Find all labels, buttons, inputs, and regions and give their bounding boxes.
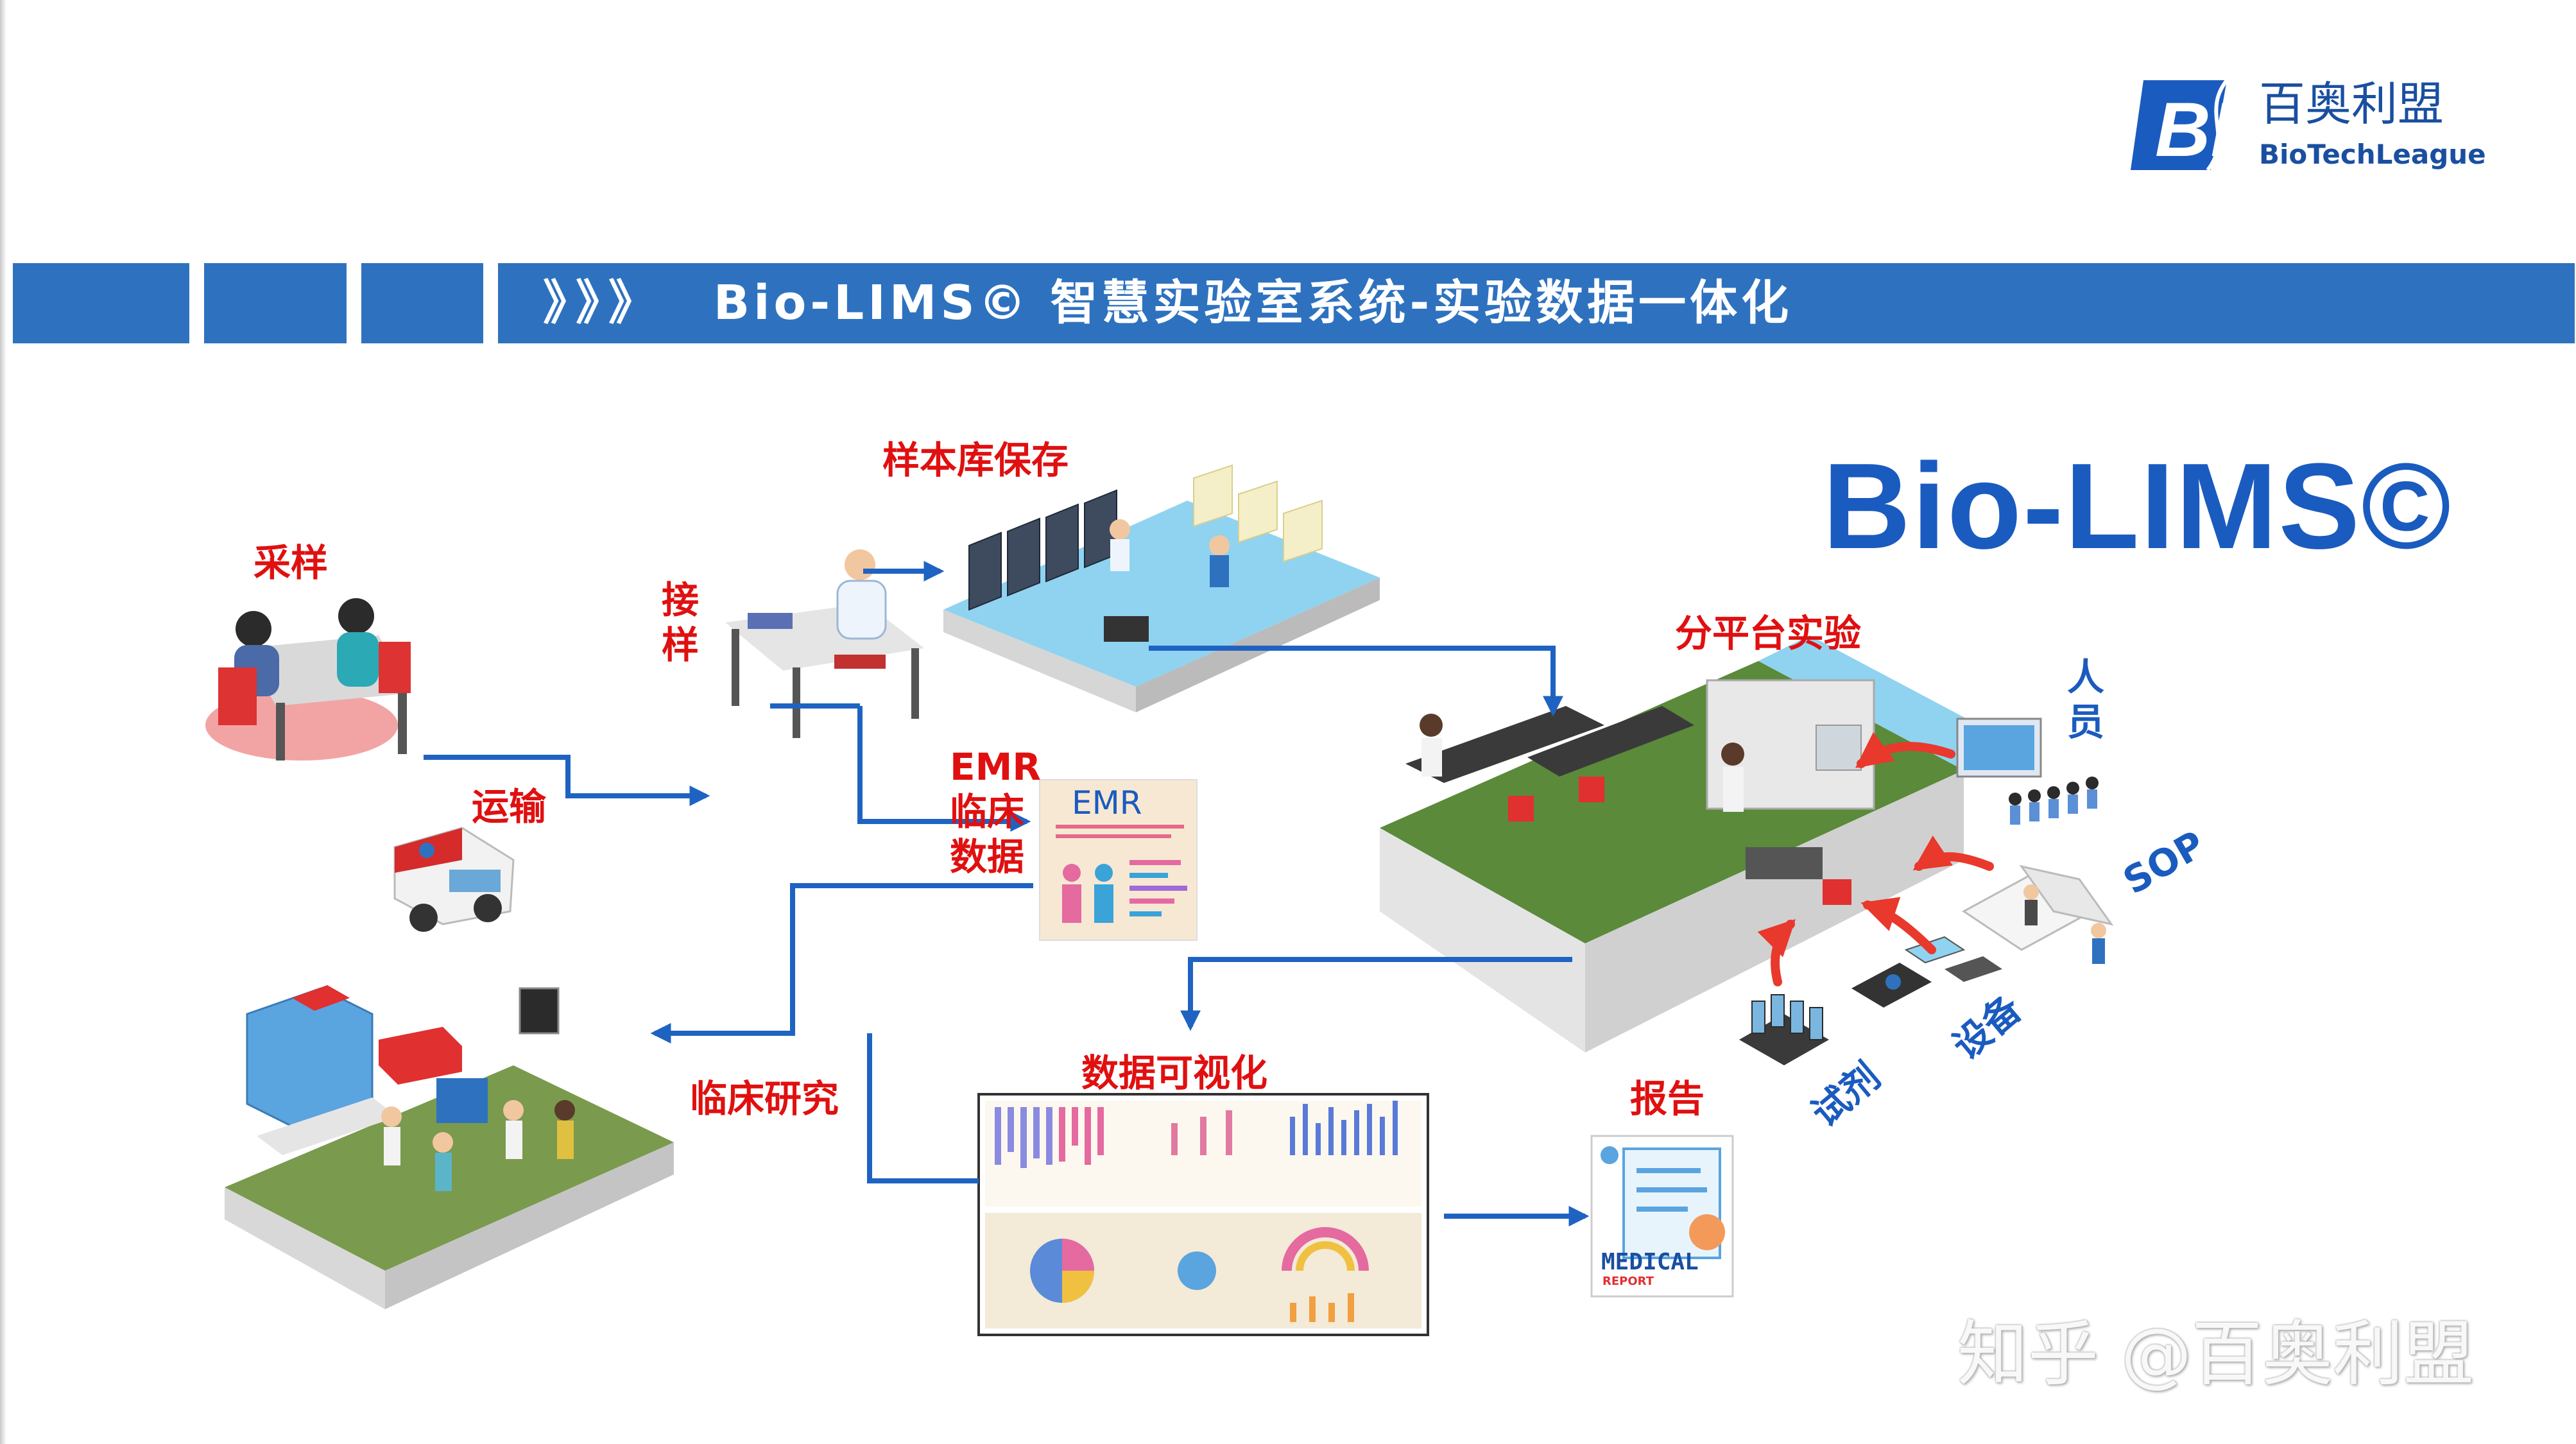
sop-document-icon xyxy=(1962,864,2114,964)
logo-name-cn: 百奥利盟 xyxy=(2259,77,2444,131)
sampling-scene xyxy=(205,598,411,761)
resource-arrows xyxy=(1757,732,1994,986)
flow-arrows xyxy=(424,561,1590,1226)
arrow-visualization-to-clinical xyxy=(867,1033,979,1183)
watermark: 知乎 @百奥利盟 xyxy=(1957,1313,2474,1395)
logo-name-en: BioTechLeague xyxy=(2259,139,2486,170)
label-platform: 分平台实验 xyxy=(1675,612,1862,655)
reagent-icon xyxy=(1739,994,1829,1065)
label-transport: 运输 xyxy=(472,785,547,829)
biobank-scene xyxy=(943,464,1380,712)
banner-title-bar: 》》》 Bio-LIMS© 智慧实验室系统-实验数据一体化 xyxy=(498,263,2575,343)
label-visualization: 数据可视化 xyxy=(1081,1051,1268,1095)
receiving-scene xyxy=(725,549,924,738)
emr-document-title: EMR xyxy=(1072,784,1142,821)
banner-chevrons: 》》》 xyxy=(543,275,665,331)
visualization-board xyxy=(977,1093,1429,1336)
label-clinical: 临床研究 xyxy=(690,1077,839,1121)
slide-edge-shadow xyxy=(0,0,6,1444)
label-receiving: 接样 xyxy=(661,578,699,667)
logo-mark-icon: BL 百奥利盟 BioTechLeague xyxy=(2131,77,2486,173)
banner-title: Bio-LIMS© 智慧实验室系统-实验数据一体化 xyxy=(713,275,1793,331)
headline: Bio-LIMS© xyxy=(1823,438,2453,574)
report-document-title: MEDICAL xyxy=(1601,1249,1699,1275)
label-biobank: 样本库保存 xyxy=(882,438,1069,482)
report-document-subtitle: REPORT xyxy=(1602,1275,1654,1288)
clinical-scene xyxy=(225,985,674,1309)
logo-letters: BL xyxy=(2155,87,2258,173)
platform-lab-scene xyxy=(1380,635,2015,1053)
label-personnel: 人员 xyxy=(2066,655,2104,744)
banner-segment xyxy=(204,263,347,343)
arrow-platform-to-visualization xyxy=(1180,957,1572,1031)
arrow-biobank-to-platform xyxy=(1149,646,1563,717)
label-report: 报告 xyxy=(1630,1077,1705,1121)
personnel-icon xyxy=(1956,718,2099,825)
arrow-sampling-to-receiving xyxy=(424,755,710,806)
banner-segment xyxy=(13,263,189,343)
emr-document-icon: EMR xyxy=(1039,779,1198,941)
arrow-emr-to-clinical xyxy=(650,883,1033,1044)
medical-report-icon: MEDICAL REPORT xyxy=(1590,1135,1734,1298)
label-sampling: 采样 xyxy=(253,541,329,585)
ambulance-icon xyxy=(393,827,515,932)
banner-segment xyxy=(361,263,483,343)
label-emr: EMR临床数据 xyxy=(950,745,1041,879)
arrow-receiving-to-emr xyxy=(857,706,1031,832)
brand-logo: BL 百奥利盟 BioTechLeague xyxy=(2131,74,2490,183)
